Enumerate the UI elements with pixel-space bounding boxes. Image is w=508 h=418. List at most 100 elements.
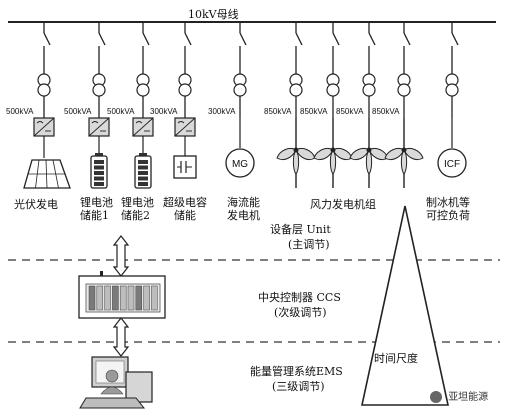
generator-icon: MG	[225, 148, 255, 178]
rating-wt2: 850kVA	[300, 107, 328, 116]
ccs-module	[143, 285, 150, 311]
comm-arrow-unit-ccs	[112, 235, 130, 277]
label-sc-line2: 储能	[174, 209, 196, 222]
sc-box	[173, 155, 197, 179]
rating-wt1: 850kVA	[264, 107, 292, 116]
turbine-hub	[330, 147, 336, 153]
converter-diagonal	[132, 117, 154, 137]
time-scale-label: 时间尺度	[374, 352, 418, 365]
arrow-shape	[112, 317, 130, 357]
battery-cell	[138, 182, 148, 186]
battery-terminal	[95, 153, 103, 156]
watermark-text: 亚坦能源	[448, 392, 489, 403]
communication-arrows	[112, 235, 130, 357]
feeder-sc	[173, 22, 197, 179]
battery-cell	[138, 171, 148, 175]
layer-ems-title: 能量管理系统EMS	[250, 365, 343, 378]
turbine-blade	[403, 147, 424, 161]
ccs-connector	[100, 271, 103, 276]
ccs-module	[119, 285, 127, 311]
transformer-coil-lower	[397, 83, 411, 97]
wind-turbine-icon	[384, 147, 424, 175]
converter-diagonal	[88, 117, 110, 137]
transformer-coil-lower	[92, 83, 106, 97]
device-circle	[437, 148, 467, 178]
supercapacitor-icon	[173, 155, 197, 179]
feeder-li2	[132, 22, 154, 189]
label-mg-line1: 海流能	[227, 196, 260, 209]
transformer-coil-lower	[136, 83, 150, 97]
converter-diagonal	[33, 117, 55, 137]
arrow-shape	[112, 235, 130, 277]
layer-ccs-sub: (次级调节)	[274, 306, 327, 319]
converter-ac-symbol	[36, 121, 44, 124]
feeder-wt1	[276, 22, 316, 188]
feeder-pv	[23, 22, 71, 189]
battery-icon	[134, 153, 152, 189]
label-li2-line1: 锂电池	[121, 196, 154, 209]
turbine-hub	[401, 147, 407, 153]
pv-panel-icon	[23, 159, 71, 189]
feeder-icf: ICF	[437, 22, 467, 178]
breaker-switch	[368, 32, 376, 46]
ccs-module	[96, 285, 104, 311]
battery-terminal	[139, 153, 147, 156]
turbine-blade	[384, 147, 405, 161]
time-scale-triangle	[361, 205, 449, 406]
bus-title: 10kV母线	[188, 8, 239, 21]
rating-sc: 300kVA	[150, 107, 178, 116]
ems-keyboard	[79, 397, 146, 409]
battery-cell	[138, 176, 148, 181]
breaker-switch	[239, 32, 247, 46]
turbine-blade	[329, 149, 337, 175]
label-wind-group: 风力发电机组	[310, 198, 376, 211]
label-li1-line1: 锂电池	[80, 196, 113, 209]
ccs-module	[151, 285, 158, 311]
ccs-module	[104, 285, 111, 311]
rating-pv: 500kVA	[6, 107, 34, 116]
battery-cell	[94, 176, 104, 181]
feeder-li1	[88, 22, 110, 189]
converter-diagonal	[174, 117, 196, 137]
turbine-blade	[292, 149, 300, 175]
transformer-coil-lower	[289, 83, 303, 97]
label-mg-line2: 发电机	[227, 209, 260, 222]
feeder-wt2	[313, 22, 353, 188]
transformer-coil-lower	[362, 83, 376, 97]
device-text: MG	[232, 159, 248, 170]
rating-wt4: 850kVA	[372, 107, 400, 116]
breaker-switch	[295, 32, 303, 46]
label-pv: 光伏发电	[14, 198, 58, 211]
breaker-switch	[403, 32, 411, 46]
turbine-blade	[276, 147, 297, 161]
converter-ac-symbol	[177, 121, 185, 124]
battery-cell	[94, 171, 104, 175]
transformer-coil-lower	[445, 83, 459, 97]
layer-ccs-title: 中央控制器 CCS	[258, 291, 341, 304]
turbine-blade	[400, 149, 408, 175]
device-circle	[225, 148, 255, 178]
transformer-coil-lower	[178, 83, 192, 97]
wind-turbine-icon	[313, 147, 353, 175]
converter-ac-symbol	[91, 121, 99, 124]
ccs-module	[88, 285, 96, 311]
rating-li2: 500kVA	[107, 107, 135, 116]
transformer-coil-lower	[326, 83, 340, 97]
breaker-switch	[451, 32, 459, 46]
ccs-controller-rack	[78, 271, 166, 319]
wind-turbine-icon	[276, 147, 316, 175]
turbine-hub	[366, 147, 372, 153]
breaker-switch	[332, 32, 340, 46]
watermark-logo: 亚坦能源	[430, 388, 488, 403]
breaker-switch	[98, 32, 106, 46]
load-icon: ICF	[437, 148, 467, 178]
ems-user-body	[100, 386, 124, 395]
layer-ems-sub: (三级调节)	[272, 380, 325, 393]
rating-mg: 300kVA	[208, 107, 236, 116]
ems-user-head	[105, 369, 119, 383]
feeder-mg: MG	[225, 22, 255, 178]
label-icf-line1: 制冰机等	[426, 196, 470, 209]
wind-turbine-icon	[349, 147, 389, 175]
battery-cell	[138, 165, 148, 170]
